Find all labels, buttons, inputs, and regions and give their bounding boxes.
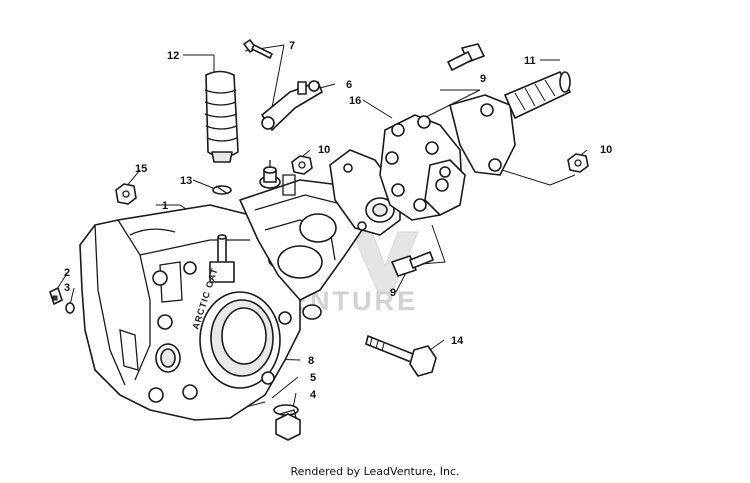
oring-3	[65, 302, 75, 314]
callout-10-left: 10	[318, 144, 330, 156]
callout-8: 8	[308, 355, 314, 367]
callout-6: 6	[346, 79, 352, 91]
nut-10-left	[291, 155, 313, 175]
callout-2: 2	[64, 267, 70, 279]
bolt-7	[243, 39, 273, 59]
boot	[204, 70, 239, 163]
callout-14: 14	[451, 335, 464, 347]
link-arm	[261, 80, 323, 131]
bolt-9-upper	[447, 43, 485, 71]
bolt-14	[365, 335, 437, 377]
nut-15	[115, 183, 137, 205]
callout-4: 4	[310, 389, 317, 401]
bolt-9-lower	[391, 251, 434, 277]
footer-credit: Rendered by LeadVenture, Inc.	[290, 465, 460, 478]
drain-plug-4	[275, 409, 301, 441]
callout-9-upper: 9	[480, 73, 486, 85]
nut-10-right	[567, 153, 589, 173]
callout-12: 12	[167, 50, 179, 62]
callout-13: 13	[180, 175, 192, 187]
callout-1: 1	[162, 200, 168, 212]
callout-15: 15	[135, 163, 147, 175]
output-yoke	[449, 71, 571, 176]
screw-2	[49, 287, 63, 305]
flex-coupler	[379, 114, 466, 221]
callouts: 1 2 3 4 5 6 7 8 9 9 10 10 11 12 13 14 15…	[64, 40, 612, 401]
callout-5: 5	[310, 372, 316, 384]
clip	[212, 185, 232, 195]
pinion-housing	[239, 160, 363, 320]
callout-7: 7	[289, 40, 295, 52]
callout-9-lower: 9	[390, 287, 396, 299]
callout-16: 16	[349, 95, 361, 107]
callout-10-right: 10	[600, 144, 612, 156]
front-drive-housing: ARCTIC CAT	[79, 204, 301, 421]
callout-11: 11	[524, 55, 536, 67]
callout-3: 3	[64, 282, 70, 294]
